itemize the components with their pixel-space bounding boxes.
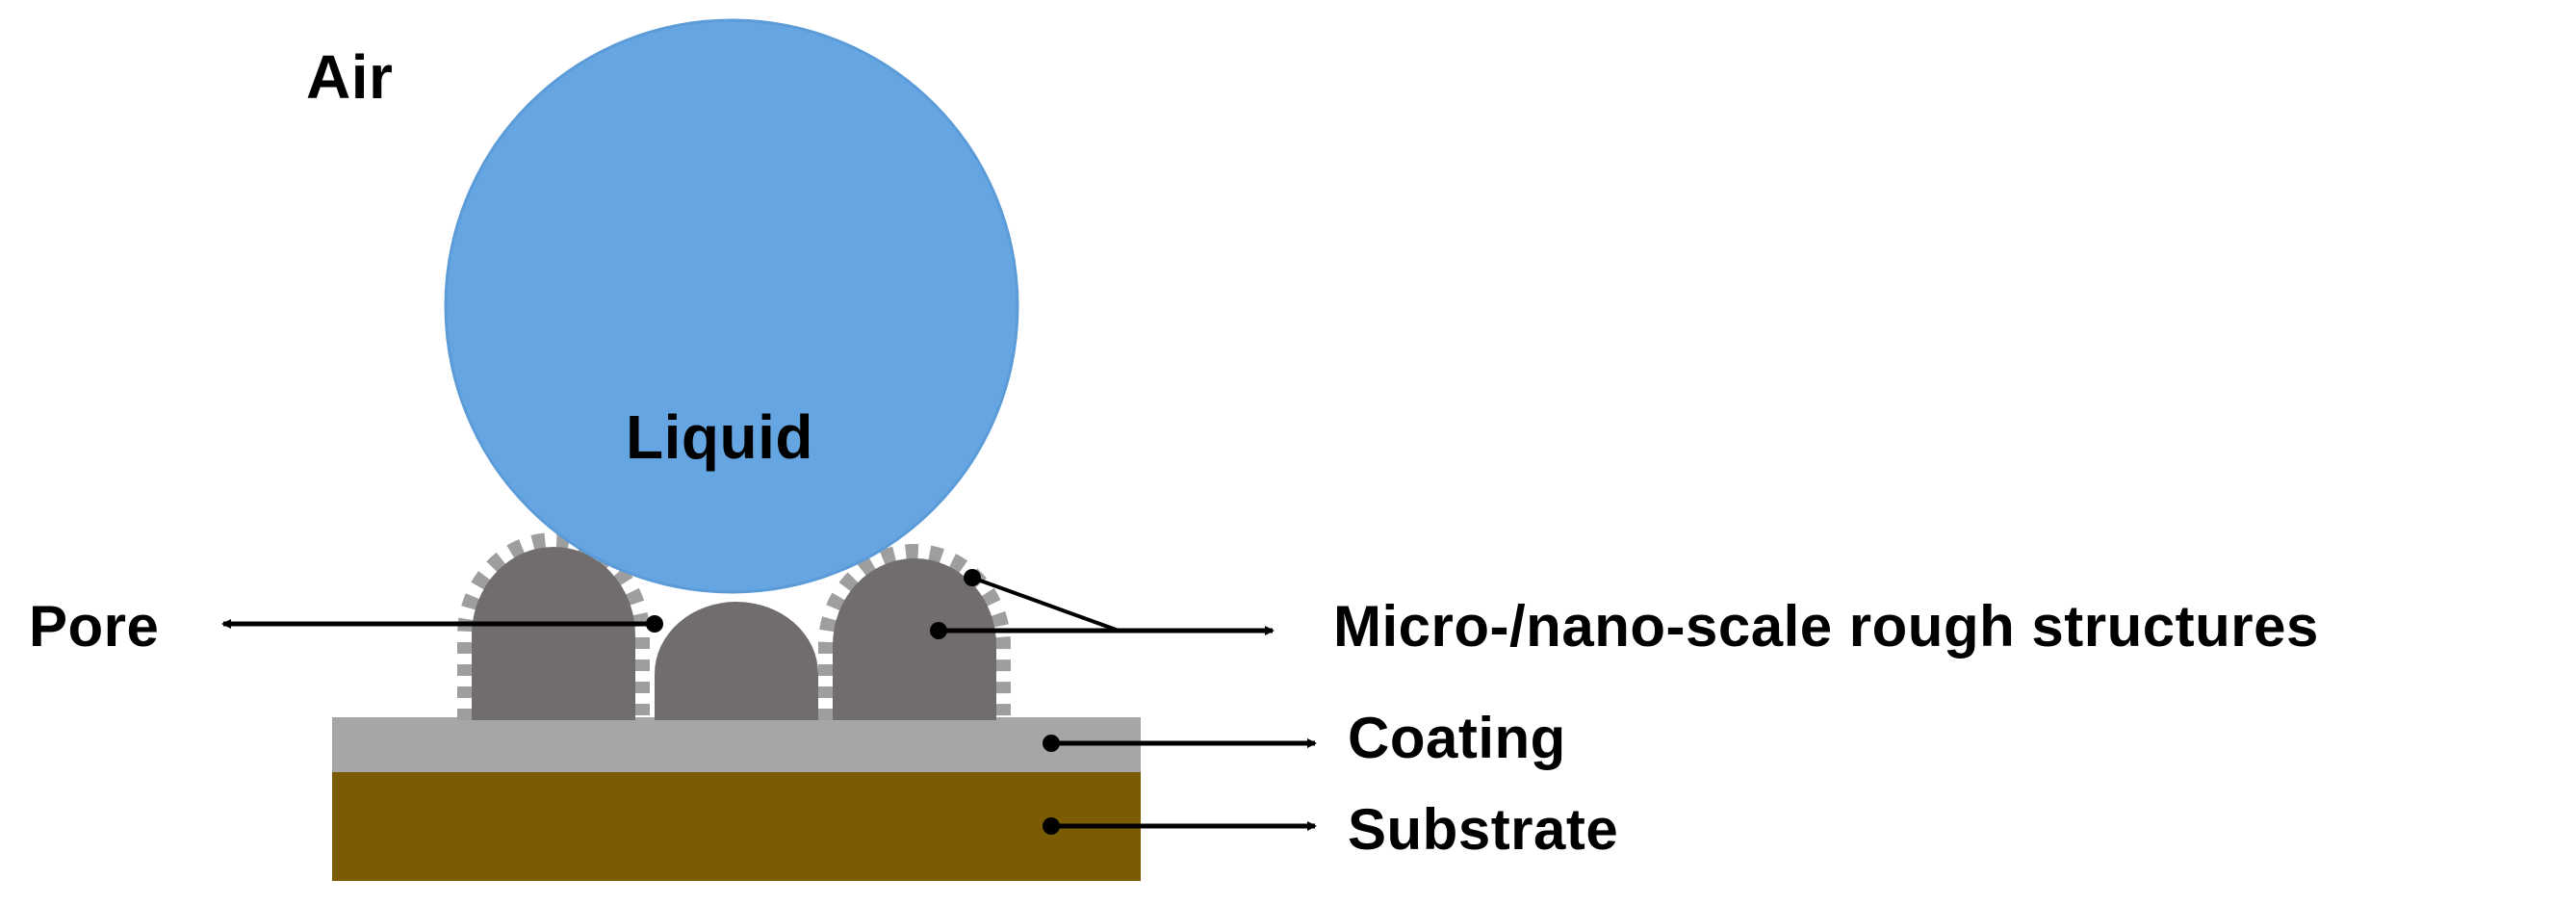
liquid-label: Liquid	[626, 402, 813, 472]
rough-bump-right-body	[833, 558, 996, 720]
liquid-droplet	[444, 18, 1019, 594]
rough-bump-right	[818, 544, 1011, 720]
coating-label: Coating	[1348, 706, 1566, 770]
substrate-pointer	[1043, 817, 1317, 835]
coating-pointer	[1043, 735, 1317, 752]
rough-bump-middle	[655, 602, 818, 720]
air-label: Air	[306, 42, 393, 112]
pore-pointer	[221, 615, 663, 633]
rough-bump-middle-body	[655, 602, 818, 720]
pore-label: Pore	[29, 594, 159, 659]
substrate-label: Substrate	[1348, 797, 1618, 862]
rough-structures-label: Micro-/nano-scale rough structures	[1333, 594, 2319, 659]
coating-layer	[332, 717, 1141, 772]
rough-bump-left	[457, 532, 650, 720]
substrate-layer	[332, 772, 1141, 881]
rough-bump-left-body	[472, 547, 635, 720]
rough-structures	[457, 532, 1011, 720]
rough-structures-pointer	[930, 569, 1275, 639]
